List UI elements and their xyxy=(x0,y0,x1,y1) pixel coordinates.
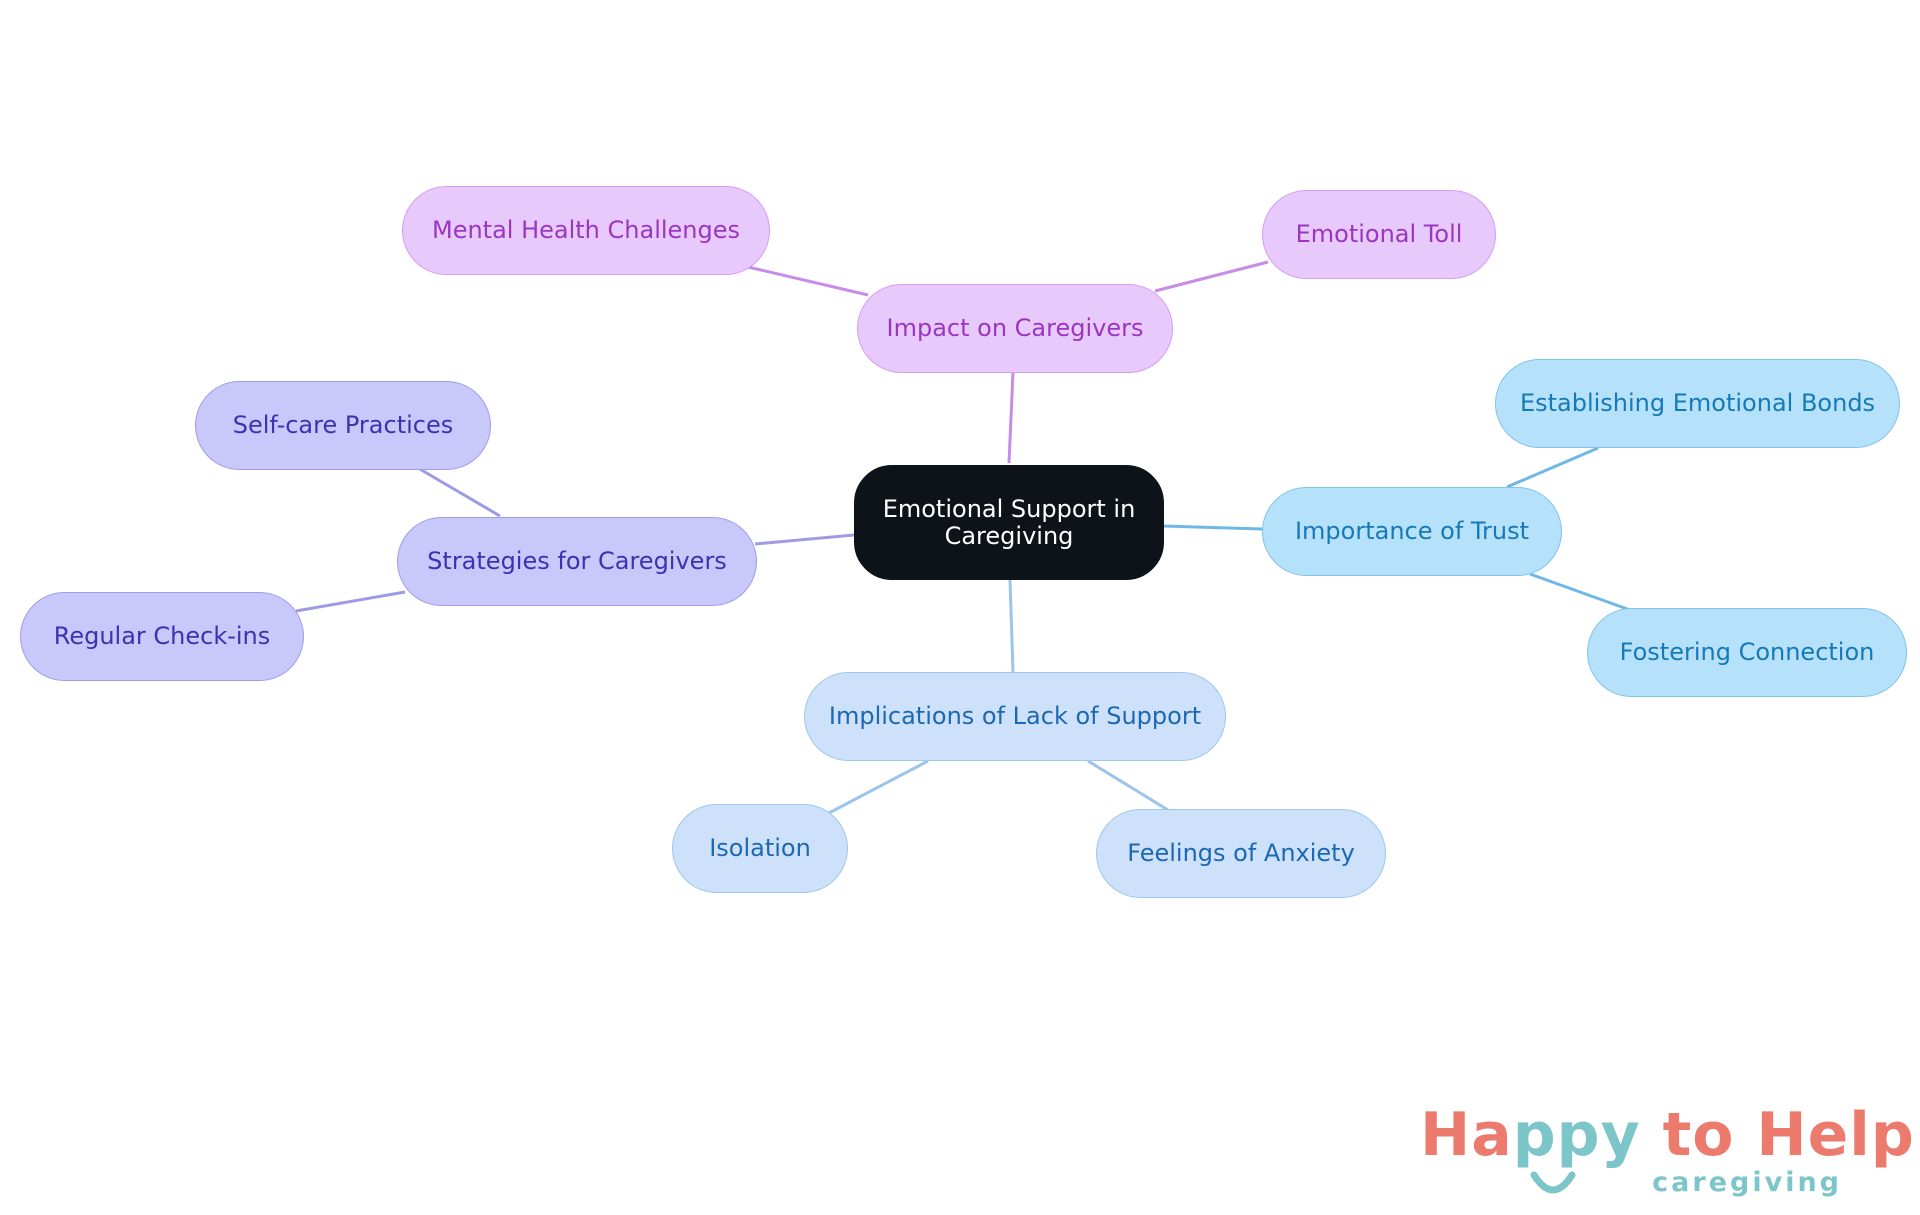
leaf-node-label: Emotional Toll xyxy=(1295,220,1463,249)
edge-root-trust xyxy=(1162,524,1263,531)
edge-impact-emotional xyxy=(1154,260,1269,293)
leaf-node-fostering-connection: Fostering Connection xyxy=(1587,608,1907,697)
edge-implications-isolation xyxy=(828,759,929,815)
leaf-node-label: Self-care Practices xyxy=(232,411,454,440)
logo-text-part-3: to Help xyxy=(1640,1100,1915,1170)
leaf-node-emotional-bonds: Establishing Emotional Bonds xyxy=(1495,359,1900,448)
leaf-node-label: Mental Health Challenges xyxy=(431,216,741,245)
branch-node-label: Impact on Caregivers xyxy=(886,314,1144,343)
root-node: Emotional Support in Caregiving xyxy=(854,465,1164,580)
leaf-node-anxiety: Feelings of Anxiety xyxy=(1096,809,1386,898)
leaf-node-isolation: Isolation xyxy=(672,804,848,893)
logo-tagline: caregiving xyxy=(1652,1167,1842,1198)
logo-text-part-2: ppy xyxy=(1512,1100,1641,1170)
branch-node-label: Strategies for Caregivers xyxy=(427,547,727,576)
leaf-node-mental-health: Mental Health Challenges xyxy=(402,186,770,275)
root-node-label: Emotional Support in Caregiving xyxy=(882,494,1136,550)
edge-root-impact xyxy=(1007,371,1015,464)
branch-node-label: Implications of Lack of Support xyxy=(828,702,1202,731)
edge-trust-connection xyxy=(1529,572,1631,612)
branch-node-impact: Impact on Caregivers xyxy=(857,284,1173,373)
leaf-node-label: Establishing Emotional Bonds xyxy=(1519,389,1876,418)
smile-icon xyxy=(1530,1171,1576,1194)
happy-to-help-logo: Happy to Help caregiving xyxy=(1420,1105,1914,1205)
leaf-node-emotional-toll: Emotional Toll xyxy=(1262,190,1496,279)
leaf-node-label: Isolation xyxy=(709,834,811,863)
edge-strategies-checkins xyxy=(295,590,406,613)
logo-wordmark: Happy to Help xyxy=(1420,1105,1915,1165)
leaf-node-label: Feelings of Anxiety xyxy=(1127,839,1355,868)
leaf-node-label: Fostering Connection xyxy=(1619,638,1875,667)
leaf-node-check-ins: Regular Check-ins xyxy=(20,592,304,681)
edge-implications-anxiety xyxy=(1087,759,1169,812)
edge-root-strategies xyxy=(754,533,855,546)
edge-impact-mental xyxy=(747,265,869,297)
leaf-node-self-care: Self-care Practices xyxy=(195,381,491,470)
edge-trust-bonds xyxy=(1506,446,1599,489)
edge-root-implications xyxy=(1008,579,1015,673)
branch-node-label: Importance of Trust xyxy=(1294,517,1530,546)
branch-node-implications: Implications of Lack of Support xyxy=(804,672,1226,761)
branch-node-trust: Importance of Trust xyxy=(1262,487,1562,576)
leaf-node-label: Regular Check-ins xyxy=(53,622,271,651)
edge-strategies-selfcare xyxy=(417,466,501,518)
logo-text-part-1: Ha xyxy=(1420,1100,1513,1170)
branch-node-strategies: Strategies for Caregivers xyxy=(397,517,757,606)
